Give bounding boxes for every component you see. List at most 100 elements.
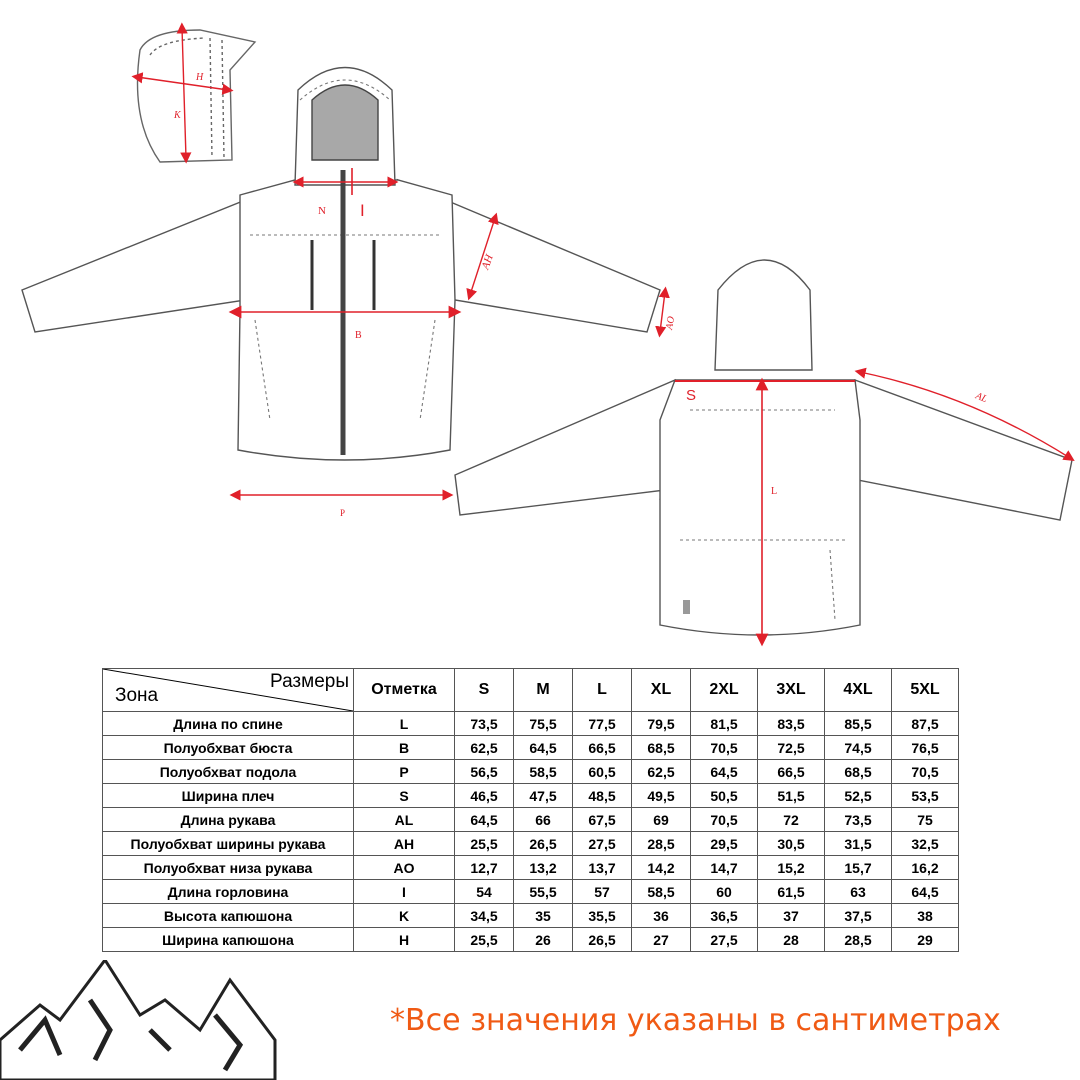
- size-header: 4XL: [824, 668, 892, 712]
- value-cell: 34,5: [454, 903, 514, 928]
- zone-name-cell: Ширина капюшона: [102, 927, 354, 952]
- size-header: S: [454, 668, 514, 712]
- value-cell: 68,5: [824, 759, 892, 784]
- value-cell: 12,7: [454, 855, 514, 880]
- zone-header: Зона: [115, 685, 159, 706]
- value-cell: 26: [513, 927, 573, 952]
- value-cell: 87,5: [891, 711, 959, 736]
- size-chart-table: Размеры Зона Отметка S M L XL 2XL 3XL 4X…: [102, 668, 959, 952]
- value-cell: 72: [757, 807, 825, 832]
- sleeve-width-arrow-ah: [466, 212, 499, 301]
- size-header: M: [513, 668, 573, 712]
- value-cell: 72,5: [757, 735, 825, 760]
- mark-header: Отметка: [353, 668, 455, 712]
- value-cell: 79,5: [631, 711, 691, 736]
- value-cell: 14,2: [631, 855, 691, 880]
- value-cell: 46,5: [454, 783, 514, 808]
- value-cell: 57: [572, 879, 632, 904]
- value-cell: 53,5: [891, 783, 959, 808]
- value-cell: 25,5: [454, 831, 514, 856]
- mark-cell: AO: [353, 855, 455, 880]
- value-cell: 47,5: [513, 783, 573, 808]
- zone-name-cell: Полуобхват подола: [102, 759, 354, 784]
- value-cell: 36,5: [690, 903, 758, 928]
- value-cell: 37: [757, 903, 825, 928]
- value-cell: 83,5: [757, 711, 825, 736]
- jacket-front-drawing: [21, 66, 661, 461]
- value-cell: 28,5: [824, 927, 892, 952]
- value-cell: 50,5: [690, 783, 758, 808]
- value-cell: 73,5: [824, 807, 892, 832]
- value-cell: 32,5: [891, 831, 959, 856]
- value-cell: 37,5: [824, 903, 892, 928]
- label-p: P: [340, 508, 345, 518]
- value-cell: 76,5: [891, 735, 959, 760]
- zone-name-cell: Длина по спине: [102, 711, 354, 736]
- value-cell: 64,5: [454, 807, 514, 832]
- mark-cell: H: [353, 927, 455, 952]
- mark-cell: S: [353, 783, 455, 808]
- value-cell: 51,5: [757, 783, 825, 808]
- zone-name-cell: Полуобхват ширины рукава: [102, 831, 354, 856]
- value-cell: 28,5: [631, 831, 691, 856]
- label-ah: AH: [479, 252, 496, 272]
- zone-size-corner-cell: Размеры Зона: [102, 668, 354, 712]
- value-cell: 35,5: [572, 903, 632, 928]
- zone-name-cell: Длина рукава: [102, 807, 354, 832]
- value-cell: 38: [891, 903, 959, 928]
- value-cell: 75: [891, 807, 959, 832]
- value-cell: 67,5: [572, 807, 632, 832]
- label-ao: AO: [664, 315, 677, 331]
- zone-name-cell: Высота капюшона: [102, 903, 354, 928]
- value-cell: 70,5: [690, 807, 758, 832]
- jacket-front-details: [250, 79, 440, 421]
- value-cell: 66: [513, 807, 573, 832]
- label-i: I: [360, 201, 365, 220]
- mark-cell: P: [353, 759, 455, 784]
- value-cell: 69: [631, 807, 691, 832]
- hood-height-arrow-k: [176, 22, 192, 164]
- size-header: 5XL: [891, 668, 959, 712]
- label-k: K: [173, 110, 182, 121]
- value-cell: 31,5: [824, 831, 892, 856]
- value-cell: 27: [631, 927, 691, 952]
- value-cell: 30,5: [757, 831, 825, 856]
- size-header: 2XL: [690, 668, 758, 712]
- value-cell: 16,2: [891, 855, 959, 880]
- size-header: 3XL: [757, 668, 825, 712]
- value-cell: 75,5: [513, 711, 573, 736]
- value-cell: 58,5: [513, 759, 573, 784]
- cuff-arrow-ao: [655, 286, 670, 338]
- value-cell: 60: [690, 879, 758, 904]
- value-cell: 26,5: [572, 927, 632, 952]
- sleeve-length-arrow-al: [854, 367, 1075, 461]
- footnote-units: *Все значения указаны в сантиметрах: [390, 1003, 1001, 1038]
- value-cell: 58,5: [631, 879, 691, 904]
- jacket-measurement-diagram: H K N I B AH AO P: [21, 22, 1075, 647]
- value-cell: 49,5: [631, 783, 691, 808]
- mark-cell: I: [353, 879, 455, 904]
- value-cell: 70,5: [690, 735, 758, 760]
- value-cell: 15,2: [757, 855, 825, 880]
- zone-name-cell: Длина горловина: [102, 879, 354, 904]
- value-cell: 62,5: [454, 735, 514, 760]
- table-header-row: Размеры Зона Отметка S M L XL 2XL 3XL 4X…: [102, 668, 959, 712]
- value-cell: 66,5: [572, 735, 632, 760]
- value-cell: 63: [824, 879, 892, 904]
- corner-diagonal: [103, 669, 353, 711]
- size-header: L: [572, 668, 632, 712]
- label-h: H: [195, 72, 204, 83]
- value-cell: 54: [454, 879, 514, 904]
- value-cell: 28: [757, 927, 825, 952]
- value-cell: 56,5: [454, 759, 514, 784]
- value-cell: 81,5: [690, 711, 758, 736]
- value-cell: 14,7: [690, 855, 758, 880]
- value-cell: 48,5: [572, 783, 632, 808]
- mountains-logo: [0, 960, 277, 1080]
